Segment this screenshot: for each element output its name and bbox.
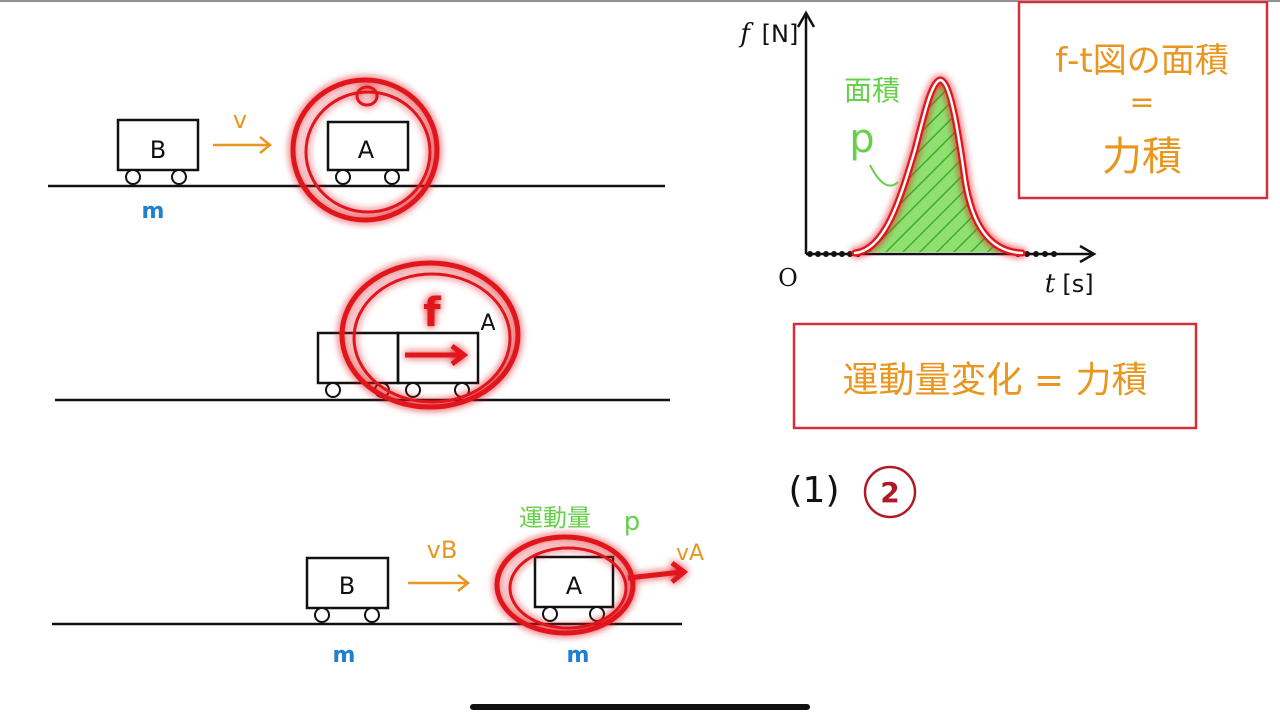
- mass-a-3: m: [567, 643, 590, 668]
- force-time-graph: f [N] t [s] O 面積 p: [738, 10, 1097, 299]
- velocity-arrow-1: [213, 136, 273, 154]
- note-box-momentum-change: 運動量変化 = 力積: [792, 322, 1198, 430]
- cart-a-2-label: A: [480, 311, 495, 336]
- scene-after-collision: B m vB A m vA 運動量 p: [52, 504, 704, 668]
- cart-a-1: A: [326, 120, 410, 185]
- note-box-area-equals-impulse: f‑t図の面積 = 力積: [1017, 0, 1269, 200]
- home-indicator[interactable]: [470, 704, 810, 710]
- origin-label: O: [778, 264, 798, 292]
- cart-b-2: [316, 331, 400, 398]
- y-axis-unit: [N]: [762, 20, 799, 48]
- velocity-b-label: vB: [427, 536, 458, 564]
- cart-b-1-label: B: [150, 136, 166, 164]
- note-box1-line1: f‑t図の面積: [1055, 41, 1229, 81]
- mass-b-3: m: [333, 643, 356, 668]
- area-label: 面積: [844, 74, 900, 107]
- note-box2-text: 運動量変化 = 力積: [842, 360, 1147, 401]
- x-axis-label: t: [1045, 269, 1056, 299]
- scene-before-collision: B m v A: [48, 77, 665, 224]
- question-number: (1): [789, 470, 840, 511]
- velocity-a-label: vA: [676, 541, 704, 566]
- cart-a-3-label: A: [566, 572, 583, 600]
- cart-a-3: A: [533, 555, 615, 622]
- force-arrow: [405, 344, 469, 366]
- scene-during-collision: A f: [55, 260, 670, 410]
- force-label: f: [423, 290, 441, 336]
- answer-number: 2: [880, 476, 899, 509]
- momentum-symbol: p: [624, 507, 641, 537]
- cart-a-2: [396, 331, 480, 398]
- answer-marker: 2: [863, 465, 917, 519]
- velocity-b-arrow: [408, 574, 471, 592]
- highlight-circle-3: [494, 534, 689, 636]
- note-box1-line3: 力積: [1102, 134, 1182, 180]
- x-axis-unit: [s]: [1062, 270, 1093, 298]
- velocity-label-1: v: [233, 106, 247, 134]
- cart-a-1-label: A: [358, 136, 375, 164]
- cart-b-3-label: B: [339, 572, 355, 600]
- cart-b-3: B: [305, 556, 390, 623]
- highlight-circle-1: [290, 77, 440, 223]
- cart-b-1: B: [116, 118, 200, 185]
- mass-b-1: m: [142, 199, 165, 224]
- force-curve-core: [853, 78, 1024, 255]
- highlight-circle-2: [339, 260, 521, 410]
- y-axis-label: f: [738, 19, 754, 49]
- momentum-label: 運動量: [519, 504, 591, 532]
- x-axis-arrowhead: [1079, 244, 1097, 264]
- area-pointer: [869, 164, 899, 187]
- y-axis-arrowhead: [796, 10, 816, 28]
- impulse-area-hatched: [862, 82, 1020, 252]
- area-symbol: p: [849, 116, 874, 162]
- note-box1-line2: =: [1129, 85, 1154, 120]
